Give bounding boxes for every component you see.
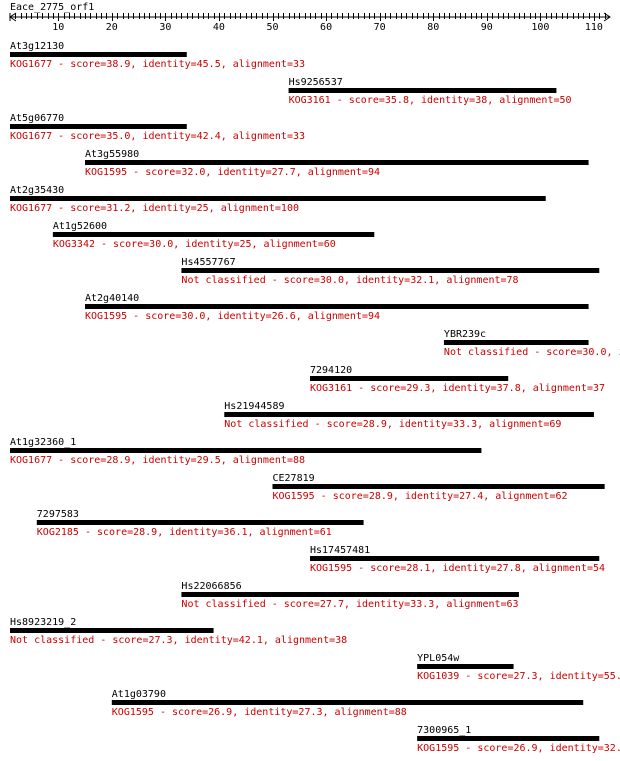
- hit-name: At2g35430: [10, 185, 64, 196]
- hit-name: At3g55980: [85, 149, 139, 160]
- hit-detail: KOG1677 - score=38.9, identity=45.5, ali…: [10, 59, 305, 70]
- hit-name: Hs8923219_2: [10, 617, 76, 628]
- hit-name: At3g12130: [10, 41, 64, 52]
- hit-bar: [10, 196, 546, 201]
- hit-name: 7297583: [37, 509, 79, 520]
- hit-detail: KOG1595 - score=28.9, identity=27.4, ali…: [273, 491, 568, 502]
- hit-bar: [224, 412, 594, 417]
- hit-detail: KOG3161 - score=35.8, identity=38, align…: [289, 95, 572, 106]
- hit-bar: [288, 88, 557, 93]
- hit-bar: [85, 304, 589, 309]
- hit-detail: Not classified - score=30.0, i: [444, 347, 620, 358]
- hit-detail: Not classified - score=27.3, identity=42…: [10, 635, 347, 646]
- hit-name: At1g32360_1: [10, 437, 76, 448]
- hit-bar: [10, 628, 214, 633]
- hit-detail: Not classified - score=30.0, identity=32…: [181, 275, 518, 286]
- hit-name: At1g52600: [53, 221, 107, 232]
- hit-name: YBR239c: [444, 329, 486, 340]
- hit-detail: KOG1677 - score=35.0, identity=42.4, ali…: [10, 131, 305, 142]
- hit-bar: [10, 52, 187, 57]
- hit-name: At1g03790: [112, 689, 166, 700]
- hit-detail: KOG3161 - score=29.3, identity=37.8, ali…: [310, 383, 605, 394]
- hit-bar: [111, 700, 584, 705]
- hit-name: Hs4557767: [181, 257, 235, 268]
- hit-detail: KOG1595 - score=32.0, identity=27.7, ali…: [85, 167, 380, 178]
- ruler-tick-label: 30: [159, 22, 171, 33]
- hit-detail: KOG3342 - score=30.0, identity=25, align…: [53, 239, 336, 250]
- hit-bar: [10, 124, 187, 129]
- ruler-tick-label: 20: [106, 22, 118, 33]
- hit-name: Hs21944589: [224, 401, 284, 412]
- ruler-tick-label: 40: [213, 22, 225, 33]
- hit-bar: [310, 556, 600, 561]
- hit-detail: KOG1595 - score=26.9, identity=27.3, ali…: [112, 707, 407, 718]
- hit-bar: [417, 736, 600, 741]
- hit-bar: [52, 232, 375, 237]
- ruler-tick-label: 50: [266, 22, 278, 33]
- ruler-left-arrow: [9, 12, 17, 22]
- hit-name: At5g06770: [10, 113, 64, 124]
- hit-name: YPL054w: [417, 653, 460, 664]
- hit-bar: [85, 160, 589, 165]
- hit-detail: KOG1677 - score=28.9, identity=29.5, ali…: [10, 455, 305, 466]
- hit-name: Hs22066856: [181, 581, 241, 592]
- hit-detail: KOG1595 - score=30.0, identity=26.6, ali…: [85, 311, 380, 322]
- ruler-tick-label: 80: [427, 22, 439, 33]
- hit-detail: KOG2185 - score=28.9, identity=36.1, ali…: [37, 527, 332, 538]
- ruler-tick-label: 70: [374, 22, 386, 33]
- hit-bar: [36, 520, 364, 525]
- hit-name: At2g40140: [85, 293, 139, 304]
- hit-detail: KOG1595 - score=28.1, identity=27.8, ali…: [310, 563, 605, 574]
- ruler-tick-label: 110: [585, 22, 603, 33]
- hit-name: Hs17457481: [310, 545, 370, 556]
- ruler-tick-label: 90: [481, 22, 493, 33]
- hit-name: CE27819: [273, 473, 315, 484]
- query-title: Eace_2775_orf1: [10, 2, 94, 13]
- ruler-tick-label: 60: [320, 22, 332, 33]
- hit-detail: KOG1677 - score=31.2, identity=25, align…: [10, 203, 299, 214]
- hit-bar: [310, 376, 509, 381]
- hit-detail: KOG1595 - score=26.9, identity=32.: [417, 743, 620, 754]
- position-ruler: 10 20 30 40 50 60 70 80 90 100 110: [9, 12, 611, 33]
- hit-bar: [272, 484, 605, 489]
- hit-bar: [10, 448, 482, 453]
- hit-name: 7300965_1: [417, 725, 471, 736]
- ruler-tick-label: 10: [52, 22, 64, 33]
- hit-bar: [443, 340, 589, 345]
- hit-name: Hs9256537: [289, 77, 343, 88]
- hit-detail: Not classified - score=27.7, identity=33…: [181, 599, 518, 610]
- hit-bar: [181, 268, 600, 273]
- hit-bar: [181, 592, 519, 597]
- hit-detail: KOG1039 - score=27.3, identity=55.: [417, 671, 620, 682]
- hit-bar: [417, 664, 514, 669]
- ruler-tick-label: 100: [531, 22, 549, 33]
- hit-detail: Not classified - score=28.9, identity=33…: [224, 419, 561, 430]
- hit-name: 7294120: [310, 365, 352, 376]
